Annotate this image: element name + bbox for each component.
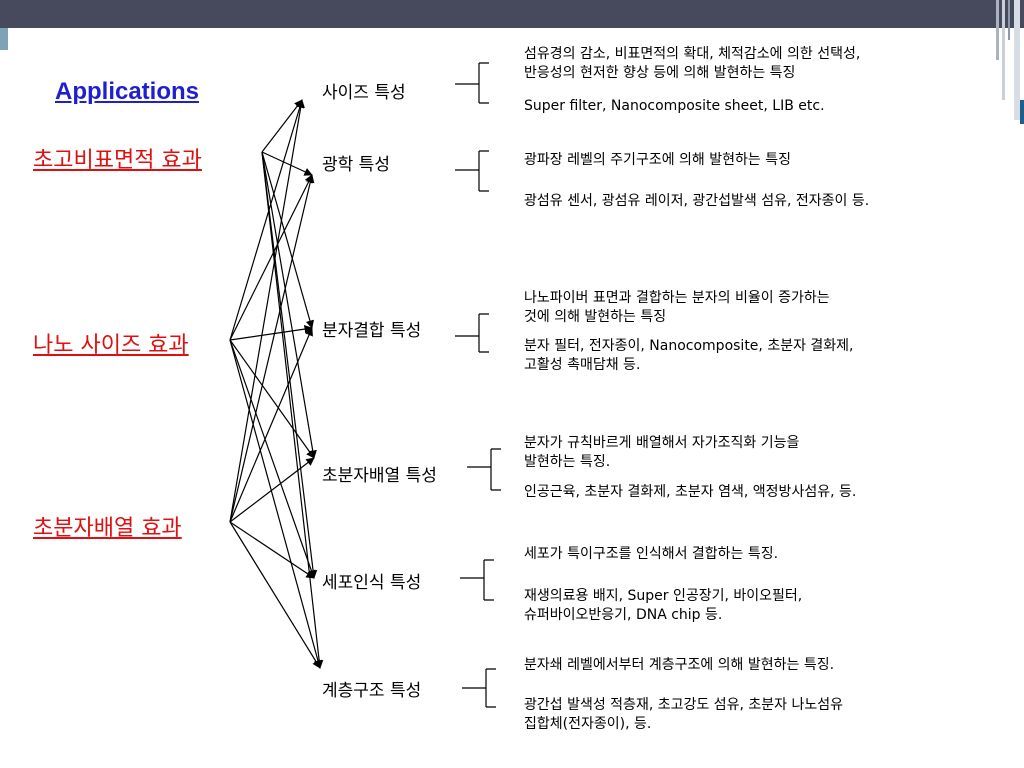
property-size-applications: Super filter, Nanocomposite sheet, LIB e… [524,98,825,114]
property-size-description: 섬유경의 감소, 비표면적의 확대, 체적감소에 의한 선택성, 반응성의 현저… [524,46,861,81]
property-supramolecular: 초분자배열 특성 [322,466,437,486]
property-molecular-binding-applications: 분자 필터, 전자종이, Nanocomposite, 초분자 결화제, 고활성… [524,338,854,373]
property-hierarchical-applications: 광간섭 발색성 적층재, 초고강도 섬유, 초분자 나노섬유 집합체(전자종이)… [524,697,843,732]
effect-high-surface-area: 초고비표면적 효과 [33,148,202,173]
top-bar [0,0,986,28]
corner-decoration [986,0,1024,124]
property-optical-applications: 광섬유 센서, 광섬유 레이저, 광간섭발색 섬유, 전자종이 등. [524,193,870,209]
connector-arrow-1-1 [229,174,313,341]
connector-arrow-0-5 [261,151,324,669]
property-molecular-binding: 분자결합 특성 [322,321,422,341]
effect-nano-size: 나노 사이즈 효과 [33,333,189,358]
connector-arrow-1-3 [229,339,315,459]
connector-arrow-0-1 [261,151,313,176]
property-cell-recognition-applications: 재생의료용 배지, Super 인공장기, 바이오필터, 슈퍼바이오반응기, D… [524,588,803,623]
property-cell-recognition-description: 세포가 특이구조를 인식해서 결합하는 특징. [524,546,779,562]
left-edge-decoration [0,28,8,50]
property-optical-description: 광파장 레벨의 주기구조에 의해 발현하는 특징 [524,152,791,168]
property-hierarchical: 계층구조 특성 [322,681,422,701]
property-hierarchical-description: 분자쇄 레벨에서부터 계층구조에 의해 발현하는 특징. [524,657,835,673]
connector-arrow-2-4 [229,521,315,579]
bracket-connector-0 [455,62,489,104]
connector-arrow-2-5 [229,521,321,669]
bracket-connector-1 [455,150,489,192]
connector-arrow-0-2 [261,151,314,329]
connector-arrow-2-3 [229,457,315,523]
bracket-connector-5 [462,668,496,708]
connector-arrow-2-1 [229,174,315,523]
connector-arrow-1-4 [229,339,316,579]
property-molecular-binding-description: 나노파이버 표면과 결합하는 분자의 비율이 증가하는 것에 의해 발현하는 특… [524,290,830,325]
connector-arrow-2-2 [229,327,313,523]
property-supramolecular-applications: 인공근육, 초분자 결화제, 초분자 염색, 액정방사섬유, 등. [524,484,857,500]
property-size: 사이즈 특성 [322,83,406,103]
page-title: Applications [55,78,200,105]
connector-arrow-2-0 [229,99,305,523]
connector-arrow-0-0 [261,99,303,153]
connector-arrow-1-5 [229,339,323,669]
connector-arrow-1-0 [229,99,304,341]
property-supramolecular-description: 분자가 규칙바르게 배열해서 자가조직화 기능을 발현하는 특징. [524,435,800,470]
bracket-connector-3 [467,448,501,491]
property-optical: 광학 특성 [322,155,390,175]
bracket-connector-2 [455,313,489,353]
property-cell-recognition: 세포인식 특성 [322,573,422,593]
bracket-connector-4 [460,559,494,601]
connector-arrow-0-4 [261,151,318,579]
connector-arrow-1-2 [229,324,313,341]
effect-supramolecular-array: 초분자배열 효과 [33,516,182,541]
